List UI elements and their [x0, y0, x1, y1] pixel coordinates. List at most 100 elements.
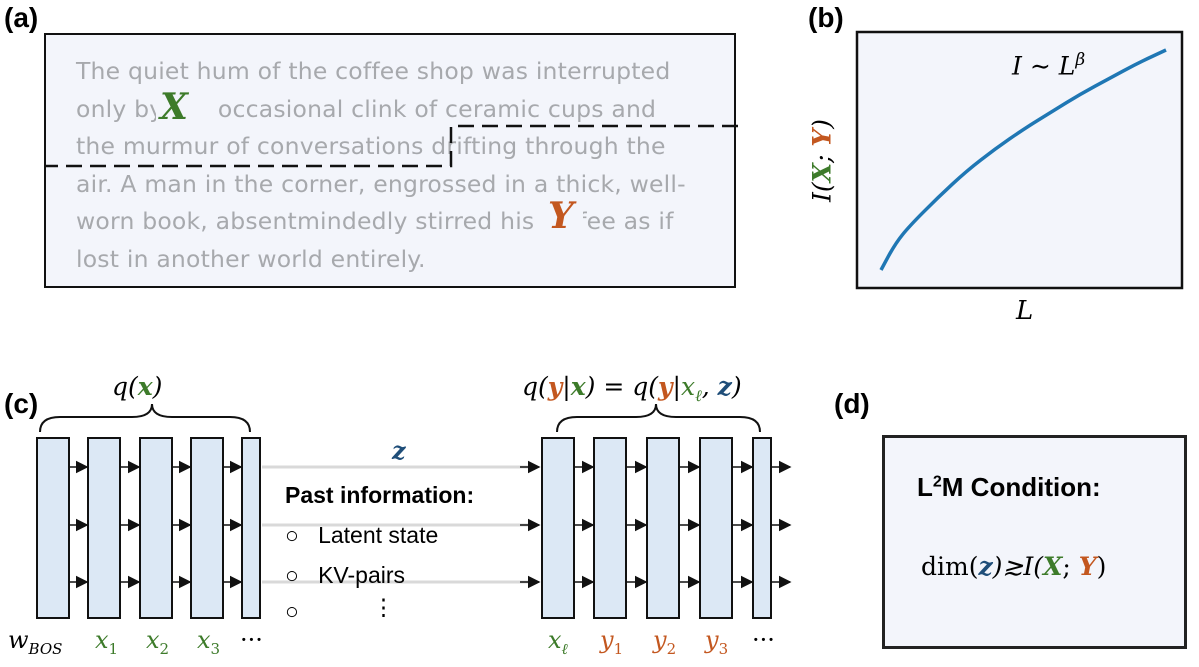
qyx-p2: |: [562, 372, 571, 401]
passage-line-1: The quiet hum of the coffee shop was int…: [76, 57, 671, 85]
token-w-sub: BOS: [28, 639, 63, 658]
y-axis-label: I(X; Y): [808, 96, 837, 226]
token-y2: y2: [653, 626, 676, 658]
block-x3: [190, 437, 224, 619]
qyx-y1: y: [547, 372, 563, 401]
condition-title-rest: M Condition:: [941, 472, 1101, 502]
left-arrows: [69, 460, 243, 589]
power-law-annotation: I ∼ Lβ: [1012, 50, 1085, 80]
x-highlight: [156, 91, 218, 127]
text-passage-box: The quiet hum of the coffee shop was int…: [44, 33, 738, 288]
z-label: z: [392, 436, 406, 465]
panel-label-b: (b): [808, 2, 844, 33]
qyx-label: q(y|x) = q(y|xℓ, z): [522, 372, 742, 406]
token-x3: x3: [197, 626, 220, 658]
qyx-p6: ): [731, 372, 742, 401]
right-brace: [556, 403, 761, 433]
plot-frame: [855, 30, 1184, 290]
y-axis-sep: ;: [807, 146, 837, 163]
token-x1-sub: 1: [108, 639, 119, 658]
qx-left: q(: [112, 372, 138, 401]
scaling-curve: [879, 48, 1167, 271]
token-x1: x1: [95, 626, 118, 658]
token-y3-base: y: [705, 626, 719, 654]
block-x2: [139, 437, 173, 619]
l2m-condition-box: L2M Condition: dim(z)≳I(X; Y): [882, 435, 1187, 649]
block-bos: [36, 437, 70, 619]
qyx-p1: q(: [522, 372, 548, 401]
past-info-arrows: [262, 460, 541, 589]
power-law-exponent: β: [1075, 50, 1086, 70]
qx-right: ): [152, 372, 163, 401]
past-info-latent-label: Latent state: [318, 522, 439, 548]
token-ellipsis-left: ···: [240, 626, 263, 654]
block-right-partial: [752, 437, 772, 619]
qyx-p4: |: [672, 372, 681, 401]
dashed-divider: [46, 124, 738, 168]
y-axis-prefix: I(: [807, 182, 837, 203]
passage-line-6: lost in another world entirely.: [76, 245, 426, 273]
qx-var: x: [137, 372, 153, 401]
condition-title-l: L: [917, 472, 933, 502]
panel-label-d: (d): [834, 388, 870, 419]
x-region-label: X: [160, 86, 188, 128]
past-info-item-kv: ○ KV-pairs: [285, 562, 405, 589]
token-w-base: w: [8, 626, 29, 654]
token-y2-base: y: [653, 626, 667, 654]
condition-title-sup: 2: [932, 473, 942, 491]
condition-formula: dim(z)≳I(X; Y): [921, 552, 1106, 581]
block-y2: [646, 437, 680, 619]
passage-line-4: air. A man in the corner, engrossed in a…: [76, 170, 686, 198]
right-arrows: [574, 460, 792, 589]
qyx-p5: ,: [701, 372, 718, 401]
past-info-item-latent: ○ Latent state: [285, 522, 438, 549]
qyx-xl: x: [680, 372, 696, 401]
y-highlight: [539, 203, 583, 239]
qyx-z: z: [717, 372, 732, 401]
bullet-icon: ○: [285, 598, 299, 624]
condition-z: z: [978, 552, 993, 581]
block-left-partial: [241, 437, 261, 619]
condition-rel: )≳I(: [992, 552, 1044, 581]
condition-end: ): [1096, 552, 1107, 581]
token-y1-sub: 1: [613, 639, 624, 658]
token-x3-sub: 3: [210, 639, 221, 658]
bullet-icon: ○: [285, 562, 299, 588]
token-y1: y1: [600, 626, 623, 658]
token-w-bos: wBOS: [8, 626, 62, 658]
qx-label: q(x): [112, 372, 162, 401]
token-x3-base: x: [197, 626, 211, 654]
token-y3: y3: [705, 626, 728, 658]
token-xl: xℓ: [548, 626, 568, 659]
past-info-item-more: ○ ⋮: [285, 594, 395, 625]
condition-dim: dim(: [921, 552, 979, 581]
condition-x: X: [1043, 552, 1063, 581]
token-xl-sub: ℓ: [561, 639, 568, 658]
passage-line-3: the murmur of conversations drifting thr…: [76, 132, 666, 160]
past-info-title: Past information:: [285, 482, 475, 508]
scaling-plot: [855, 30, 1184, 290]
block-y1: [593, 437, 627, 619]
vertical-ellipsis: ⋮: [372, 594, 395, 620]
token-y1-base: y: [600, 626, 614, 654]
token-x2: x2: [146, 626, 169, 658]
y-axis-x: X: [807, 162, 837, 183]
panel-label-a: (a): [4, 2, 39, 33]
y-region-label: Y: [548, 195, 574, 237]
token-x2-sub: 2: [159, 639, 170, 658]
qyx-p3: ) = q(: [585, 372, 658, 401]
qyx-x1: x: [570, 372, 586, 401]
power-law-text: I ∼ L: [1012, 51, 1076, 81]
block-x1: [87, 437, 121, 619]
qyx-xl-sub: ℓ: [695, 386, 702, 405]
token-x2-base: x: [146, 626, 160, 654]
token-ellipsis-right: ···: [752, 626, 775, 654]
token-y3-sub: 3: [718, 639, 729, 658]
qyx-y2: y: [658, 372, 673, 401]
panel-label-c: (c): [4, 388, 39, 419]
condition-sep: ;: [1062, 552, 1079, 581]
token-x1-base: x: [95, 626, 109, 654]
condition-y: Y: [1078, 552, 1097, 581]
block-y3: [699, 437, 733, 619]
model-diagram: [36, 403, 792, 619]
